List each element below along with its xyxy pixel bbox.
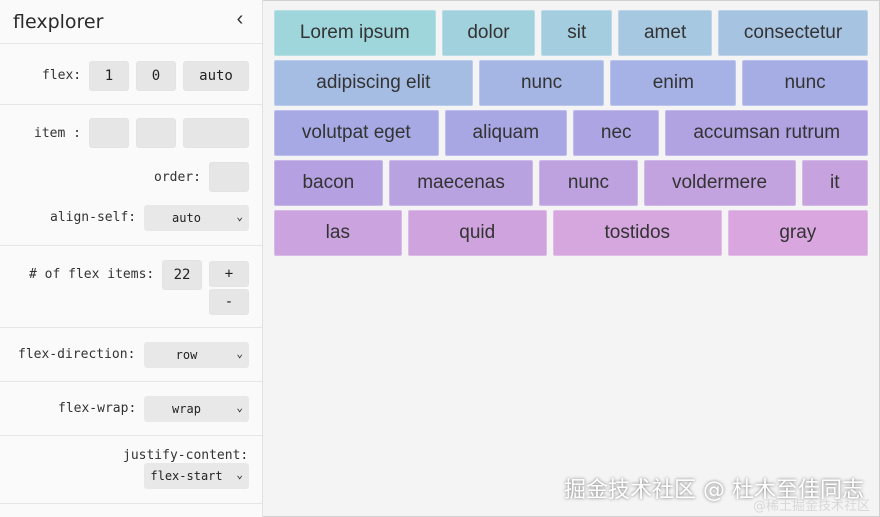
chevron-down-icon: ⌄ [236, 401, 243, 414]
flex-item[interactable]: it [801, 160, 868, 206]
align-self-select[interactable]: auto ⌄ [144, 205, 249, 231]
flex-item[interactable]: volutpat eget [274, 110, 439, 156]
flex-wrap-label: flex-wrap: [58, 401, 137, 416]
flex-item[interactable]: amet [618, 10, 713, 56]
flex-grow-input[interactable]: 1 [89, 61, 129, 91]
flex-item[interactable]: consectetur [718, 10, 868, 56]
item-basis-input[interactable] [183, 118, 249, 148]
flex-wrap-section: flex-wrap: wrap ⌄ [0, 382, 262, 436]
justify-content-select[interactable]: flex-start ⌄ [144, 463, 249, 489]
flex-item[interactable]: aliquam [444, 110, 567, 156]
add-item-button[interactable]: + [209, 261, 249, 287]
flex-item[interactable]: adipiscing elit [274, 60, 473, 106]
flex-label: flex: [42, 68, 82, 83]
flex-item[interactable]: nunc [742, 60, 868, 106]
flex-item[interactable]: bacon [274, 160, 383, 206]
sidebar-header: flexplorer ‹ [0, 0, 262, 44]
watermark-text: 掘金技术社区 @ 杜木至佳同志 [564, 478, 864, 503]
watermark-subtext: @稀土掘金技术社区 [752, 499, 870, 514]
flex-item[interactable]: Lorem ipsum [274, 10, 436, 56]
flex-item[interactable]: quid [407, 210, 547, 256]
flex-direction-label: flex-direction: [18, 347, 136, 362]
item-section: item : order: align-self: auto ⌄ [0, 105, 262, 246]
order-label: order: [154, 170, 201, 185]
controls-sidebar: flexplorer ‹ flex: 1 0 auto item : order… [0, 0, 263, 517]
flex-shrink-input[interactable]: 0 [136, 61, 176, 91]
flex-item[interactable]: accumsan rutrum [665, 110, 869, 156]
order-input[interactable] [209, 162, 249, 192]
app-title: flexplorer [13, 11, 104, 33]
flex-wrap-value: wrap [172, 402, 201, 416]
flex-item[interactable]: nunc [539, 160, 638, 206]
flex-item[interactable]: nunc [478, 60, 605, 106]
justify-content-section: justify-content: flex-start ⌄ [0, 436, 262, 504]
chevron-down-icon: ⌄ [236, 210, 243, 223]
flex-item[interactable]: nec [572, 110, 660, 156]
flex-direction-select[interactable]: row ⌄ [144, 342, 249, 368]
items-count-section: # of flex items: 22 + - [0, 246, 262, 328]
justify-content-label: justify-content: [123, 448, 249, 463]
justify-content-value: flex-start [150, 469, 223, 483]
chevron-down-icon: ⌄ [236, 347, 243, 360]
align-self-value: auto [172, 211, 201, 225]
remove-item-button[interactable]: - [209, 289, 249, 315]
flex-direction-section: flex-direction: row ⌄ [0, 328, 262, 382]
flex-item[interactable]: voldermere [643, 160, 796, 206]
item-grow-input[interactable] [89, 118, 129, 148]
flex-item[interactable]: sit [541, 10, 613, 56]
flex-basis-input[interactable]: auto [183, 61, 249, 91]
flex-wrap-select[interactable]: wrap ⌄ [144, 396, 249, 422]
flex-item[interactable]: las [274, 210, 402, 256]
flex-item[interactable]: dolor [441, 10, 536, 56]
chevron-down-icon: ⌄ [236, 468, 243, 481]
item-shrink-input[interactable] [136, 118, 176, 148]
flex-section: flex: 1 0 auto [0, 45, 262, 105]
items-count-input[interactable]: 22 [162, 260, 202, 290]
flex-direction-value: row [175, 348, 198, 362]
flex-item[interactable]: gray [727, 210, 868, 256]
flex-item[interactable]: enim [610, 60, 737, 106]
item-label: item : [34, 126, 81, 141]
align-self-label: align-self: [50, 210, 137, 225]
flex-item[interactable]: maecenas [388, 160, 534, 206]
items-count-label: # of flex items: [29, 267, 155, 282]
flex-item[interactable]: tostidos [552, 210, 722, 256]
collapse-sidebar-icon[interactable]: ‹ [236, 8, 244, 30]
